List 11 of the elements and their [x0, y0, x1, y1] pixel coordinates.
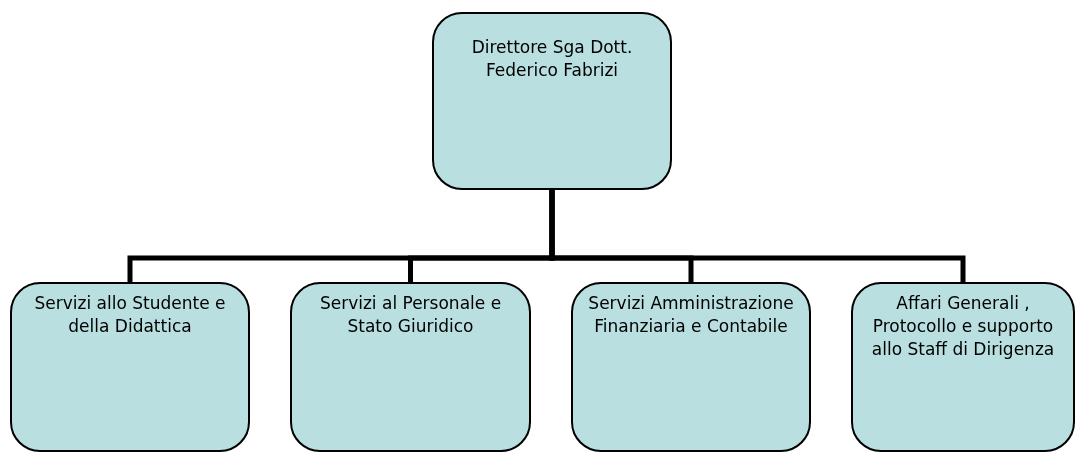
org-box: [290, 282, 531, 452]
org-box: [432, 12, 672, 190]
box-text: Servizi Amministrazione Finanziaria e Contabile: [587, 292, 795, 338]
org-box: [571, 282, 811, 452]
box-text: Direttore Sga Dott. Federico Fabrizi: [470, 36, 634, 82]
box-text: Affari Generali , Protocollo e supporto allo Staff di Dirigenza: [870, 292, 1056, 361]
box-text: Servizi allo Studente e della Didattica: [33, 292, 227, 338]
org-box: [851, 282, 1075, 452]
connector-line: [549, 190, 966, 282]
box-text: Servizi al Personale e Stato Giuridico: [318, 292, 503, 338]
org-box: [10, 282, 250, 452]
